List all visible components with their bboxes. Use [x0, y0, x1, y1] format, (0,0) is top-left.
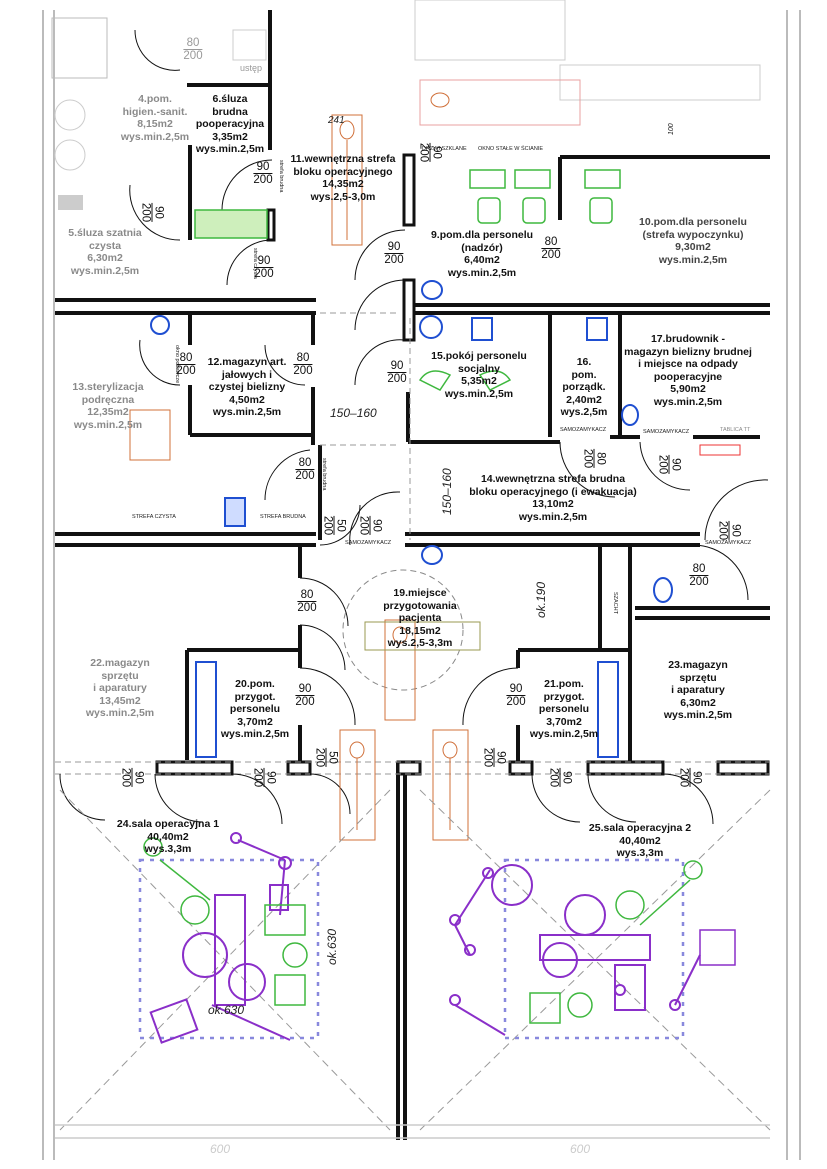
- door-closer-note-1: SAMOZAMYKACZ: [345, 540, 392, 546]
- room-17-label: 17.brudownik - magazyn bielizny brudnej …: [624, 333, 752, 408]
- room-6-label: 6.śluza brudna pooperacyjna 3,35m2 wys.m…: [195, 93, 265, 155]
- dashed-lines: [55, 312, 770, 775]
- staff-furniture: [194, 169, 621, 391]
- staff-equipment-or1: [143, 837, 308, 1006]
- faded-context-top: [54, 0, 761, 171]
- room-13-label: 13.sterylizacja podręczna 12,35m2 wys.mi…: [72, 381, 144, 431]
- room-11-label: 11.wewnętrzna strefa bloku operacyjnego …: [290, 153, 396, 203]
- fixed-window-note: OKNO STAŁE W ŚCIANIE: [478, 146, 543, 152]
- room-21-label: 21.pom. przygot. personelu 3,70m2 wys.mi…: [529, 678, 599, 740]
- or1-bottom-dimension: 600: [210, 1142, 231, 1156]
- room-9-label: 9.pom.dla personelu (nadzór) 6,40m2 wys.…: [430, 229, 534, 279]
- room-12-label: 12.magazyn art. jałowych i czystej bieli…: [207, 356, 287, 418]
- patient-figures: [129, 79, 581, 841]
- or2-bottom-dimension: 600: [570, 1142, 591, 1156]
- or-dotted-squares: [138, 858, 685, 1040]
- surgical-equipment-or2: [449, 864, 701, 1036]
- door-closer-note-3: SAMOZAMYKACZ: [643, 429, 690, 435]
- staff-equipment-or2: [529, 860, 736, 1024]
- room-22-label: 22.magazyn sprzętu i aparatury 13,45m2 w…: [85, 657, 155, 719]
- dirty-zone-vertical: strefa brudna: [278, 160, 284, 193]
- door-closer-note-2: SAMOZAMYKACZ: [560, 427, 607, 433]
- prep-table: [364, 621, 481, 651]
- top-dimension: 100: [668, 123, 675, 135]
- corridor-dimension-1: 150–160: [330, 406, 377, 420]
- room-4-label: 4.pom. higien.-sanit. 8,15m2 wys.min.2,5…: [120, 93, 190, 143]
- room-24-label: 24.sala operacyjna 1 40,40m2 wys.3,3m: [116, 818, 220, 855]
- glass-door-note: DRZWI SZKLANE: [422, 146, 467, 152]
- board-note: TABLICA TT: [720, 427, 751, 433]
- room-16-label: 16. pom. porządk. 2,40m2 wys.2,5m: [560, 356, 608, 418]
- faded-context-bottom: [55, 1124, 770, 1139]
- room-23-label: 23.magazyn sprzętu i aparatury 6,30m2 wy…: [663, 659, 733, 721]
- prep-depth-dimension: ok.190: [534, 581, 548, 618]
- dirty-zone-vertical-2: strefa brudna: [321, 458, 327, 491]
- room-10-label: 10.pom.dla personelu (strefa wypoczynku)…: [639, 216, 747, 266]
- or-guide-lines: [59, 789, 771, 1131]
- fire-equipment-symbol: [699, 444, 741, 456]
- surgical-equipment-or1: [149, 832, 292, 1044]
- room-19-label: 19.miejsce przygotowania pacjenta 18,15m…: [383, 587, 457, 649]
- clean-zone-note: STREFA CZYSTA: [132, 514, 176, 520]
- room-15-label: 15.pokój personelu socjalny 5,35m2 wys.m…: [431, 350, 527, 400]
- outer-frame: [42, 10, 801, 1160]
- toilet-label: ustęp: [240, 63, 263, 73]
- room-25-label: 25.sala operacyjna 2 40,40m2 wys.3,3m: [588, 822, 692, 859]
- room-5-label: 5.śluza szatnia czysta 6,30m2 wys.min.2,…: [68, 227, 142, 277]
- sanitary-fixtures: [150, 280, 673, 758]
- shaft-note: SZACHT: [612, 592, 618, 614]
- corridor-dimension-2: 150–160: [440, 468, 454, 515]
- or1-width-dimension: ok.630: [208, 1003, 245, 1017]
- door-closer-note-4: SAMOZAMYKACZ: [705, 540, 752, 546]
- room-20-label: 20.pom. przygot. personelu 3,70m2 wys.mi…: [220, 678, 290, 740]
- room-14-label: 14.wewnętrzna strefa brudna bloku operac…: [469, 473, 637, 523]
- patient-prep-circle: [342, 569, 464, 691]
- dirty-zone-note: STREFA BRUDNA: [260, 514, 306, 520]
- or1-depth-dimension: ok.630: [325, 928, 339, 965]
- walls: [55, 10, 770, 1140]
- door-swings: [59, 29, 769, 825]
- bench: [58, 195, 83, 210]
- wall-note: 241: [328, 115, 345, 126]
